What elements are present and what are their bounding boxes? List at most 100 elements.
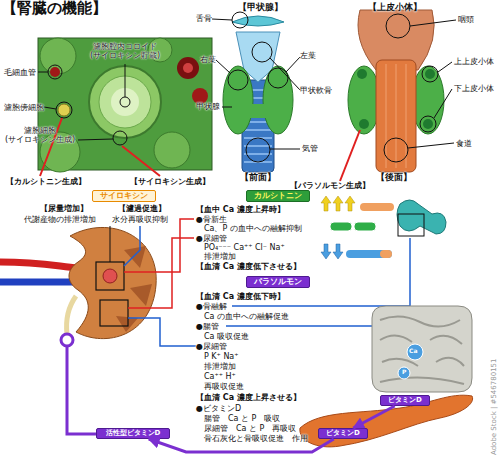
part-label: 上上皮小体 [454,57,494,66]
leader-line [124,226,140,266]
section-heading: 【甲状腺】 [238,2,283,12]
detail-box [398,214,424,236]
effect-text: 再吸収促進 [204,382,244,391]
caption-label: 【パラソルモン生成】 [290,181,370,190]
esophagus-stripe [386,64,406,168]
leader-line [110,226,111,262]
effect-text: Ca、P の血中への融解抑制 [204,224,302,233]
follicle-cell [154,132,190,168]
callout-circle [48,65,62,79]
intestine [372,306,472,392]
effect-text: ●骨融解 [196,302,227,311]
level-pill [330,222,352,231]
view-label: 【前面】 [240,172,276,182]
callout-circle [386,14,410,38]
level-bar [346,250,392,258]
hyoid-bone [232,16,284,26]
effect-text: ●尿細管 [196,342,227,351]
label-box: ビタミンD [380,395,430,406]
callout-circle [113,131,127,145]
absorption-site [407,344,423,360]
part-label: 甲状腺 [196,102,220,111]
effect-text: ●尿細管 [196,234,227,243]
part-label: 食道 [456,139,472,148]
vitamin-d-node [61,334,73,346]
kidney [69,227,156,338]
effect-text: 骨石灰化と骨吸収促進 作用 [204,434,308,443]
effect-text: ●骨新生 [196,215,227,224]
node-text: カルシトニン [254,192,302,200]
leader-line [40,118,160,176]
part-label: 下上皮小体 [454,84,494,93]
callout-label: 濾胞腔内コロイド (サイロキシン貯蔵) [82,42,168,60]
ureter [67,296,76,334]
callout-circle [228,70,248,90]
callout-circle [384,138,408,162]
callout-circle [252,42,272,62]
part-label: 右葉 [200,55,216,64]
part-label: 咽頭 [458,15,474,24]
label-box: 活性型ビタミンD [96,428,170,439]
node-text: ビタミンD [388,397,422,404]
diagram-title: 【腎臓の機能】 [2,0,107,17]
effect-text: 排泄増加 [204,362,236,371]
effect-text: Ca⁺⁺ H⁺ [204,372,236,381]
rise-arrow [321,196,355,211]
node-text: サイロキシン [100,192,148,200]
label-box: サイロキシン [92,190,156,202]
ion-label: P [402,369,406,376]
effect-line [124,219,194,308]
thyroid-lobe [348,66,380,134]
esophagus [376,60,416,172]
absorption-site [398,367,410,379]
pancreas [300,395,473,447]
label-box: パラソルモン [246,276,310,288]
intestine-fold [380,316,464,384]
vein [0,279,78,286]
effect-heading: 【濾過促進】 [118,204,166,213]
parathyroid [423,119,433,129]
detail-box [100,300,128,326]
part-label: 甲状軟骨 [300,86,332,95]
node-text: ビタミンD [326,430,360,437]
callout-label: 濾胞傍細胞 [4,103,44,112]
part-label: 舌骨 [196,14,212,23]
view-label: 【後面】 [376,172,412,182]
thyroid-lobe [412,66,444,134]
callout-circle [420,116,436,132]
artery [0,262,78,268]
effect-text: ●ビタミンD [196,404,241,413]
caption-label: 【カルシトニン生成】 [6,177,86,186]
section-heading: 【上皮小体】 [368,2,422,12]
effect-text: 腸管 Ca と P 吸収 [204,414,280,423]
detail-box [96,262,124,290]
level-bar [380,250,392,258]
capillary [50,67,60,77]
effect-heading: 【血清 Ca 濃度上昇させる】 [196,393,301,402]
capillary [177,57,199,79]
callout-circle [268,68,288,88]
parathyroid [359,119,369,129]
glomerulus [103,269,117,283]
effect-line [128,318,196,346]
callout-circle [232,12,248,28]
fall-arrow [321,244,343,259]
label-box: ビタミンD [318,428,368,439]
callout-circle [422,66,438,82]
effect-text: 尿細管 Ca と P 再吸収 [204,424,296,433]
leader-line [212,19,300,149]
callout-circle [120,97,130,107]
effect-text: 排泄増加 [204,252,236,261]
effect-text: PO₄⁻⁻⁻ Ca⁺⁺ Cl⁻ Na⁺ [204,243,285,252]
watermark: Adobe Stock | #546780151 [490,359,498,456]
parathyroid [357,69,367,79]
leader-line [340,130,360,181]
effect-text: 代謝産物の排泄増加 [24,215,96,224]
parathyroid [425,69,435,79]
effect-heading: 【血中 Ca 濃度上昇時】 [196,205,285,214]
bone [397,200,446,234]
node-text: パラソルモン [254,278,302,286]
effect-text: ●腸管 [196,322,219,331]
node-text: 活性型ビタミンD [106,430,161,437]
